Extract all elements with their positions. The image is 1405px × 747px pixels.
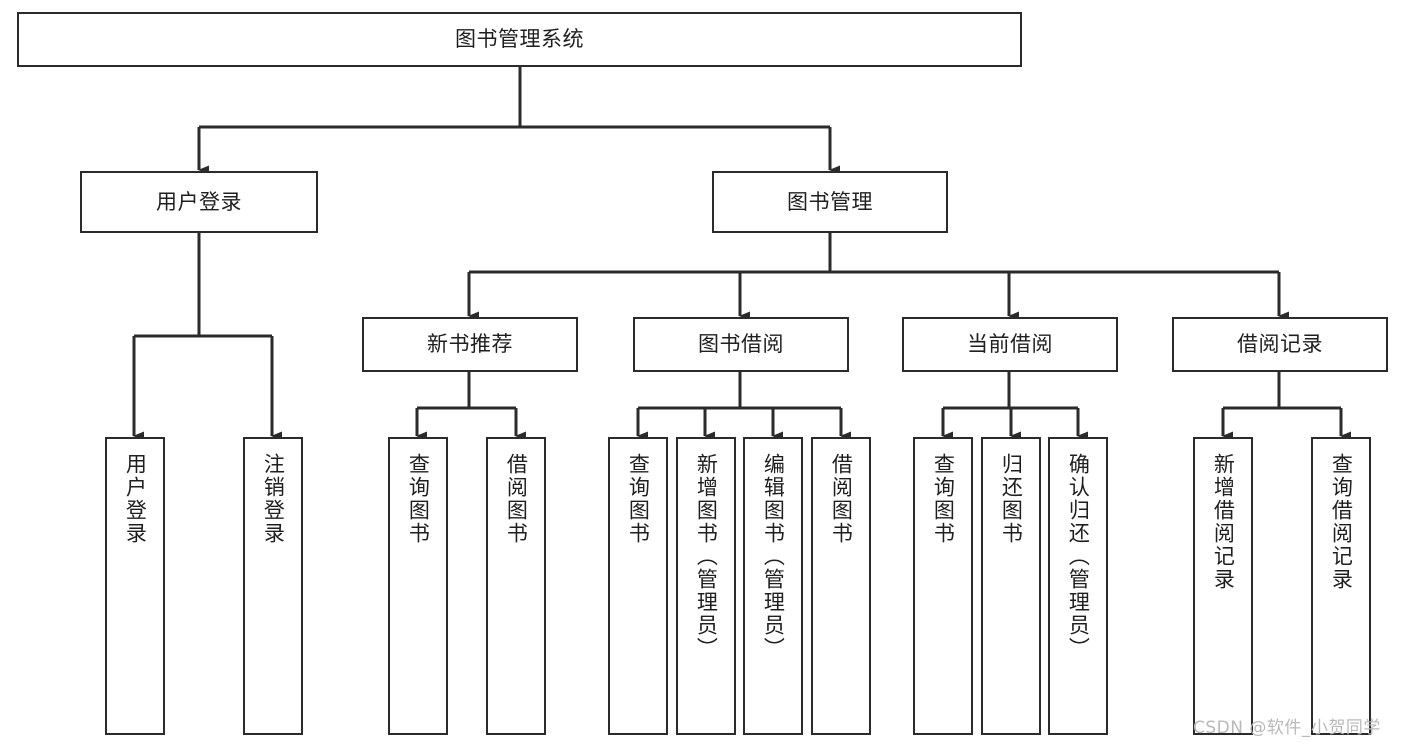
node-new-book-rec[interactable]: 新书推荐 <box>362 317 578 372</box>
node-leaf-query-book-1[interactable]: 查询图书 <box>388 437 448 735</box>
watermark-text: CSDN @软件_小贺同学 <box>1193 718 1381 738</box>
node-leaf-query-book-2-label: 查询图书 <box>626 453 651 545</box>
node-leaf-query-book-3-label: 查询图书 <box>931 453 956 545</box>
node-leaf-borrow-book-2-label: 借阅图书 <box>829 453 854 545</box>
node-borrow-record[interactable]: 借阅记录 <box>1172 317 1388 372</box>
node-leaf-query-book-2[interactable]: 查询图书 <box>608 437 668 735</box>
node-leaf-confirm-return[interactable]: 确认归还（管理员） <box>1048 437 1108 735</box>
node-leaf-user-login[interactable]: 用户登录 <box>105 437 165 735</box>
node-leaf-borrow-book-2[interactable]: 借阅图书 <box>811 437 871 735</box>
node-book-manage-label: 图书管理 <box>787 189 873 214</box>
node-current-borrow-label: 当前借阅 <box>967 332 1053 357</box>
node-leaf-add-record[interactable]: 新增借阅记录 <box>1193 437 1253 735</box>
node-new-book-rec-label: 新书推荐 <box>427 332 513 357</box>
node-book-borrow-label: 图书借阅 <box>698 332 784 357</box>
node-root-system[interactable]: 图书管理系统 <box>17 12 1022 67</box>
node-user-login[interactable]: 用户登录 <box>80 171 318 233</box>
node-leaf-query-book-3[interactable]: 查询图书 <box>913 437 973 735</box>
node-leaf-query-record[interactable]: 查询借阅记录 <box>1311 437 1371 735</box>
node-leaf-add-book-label: 新增图书（管理员） <box>694 453 719 660</box>
node-leaf-query-record-label: 查询借阅记录 <box>1329 453 1354 591</box>
node-book-manage[interactable]: 图书管理 <box>712 171 948 233</box>
node-leaf-user-login-label: 用户登录 <box>123 453 148 545</box>
node-leaf-edit-book-label: 编辑图书（管理员） <box>761 453 786 660</box>
node-leaf-add-record-label: 新增借阅记录 <box>1211 453 1236 591</box>
node-leaf-add-book[interactable]: 新增图书（管理员） <box>676 437 736 735</box>
node-leaf-borrow-book-1-label: 借阅图书 <box>504 453 529 545</box>
node-leaf-user-logout-label: 注销登录 <box>261 453 286 545</box>
node-leaf-edit-book[interactable]: 编辑图书（管理员） <box>743 437 803 735</box>
node-leaf-user-logout[interactable]: 注销登录 <box>243 437 303 735</box>
node-root-system-label: 图书管理系统 <box>455 27 584 52</box>
node-leaf-return-book[interactable]: 归还图书 <box>981 437 1041 735</box>
node-borrow-record-label: 借阅记录 <box>1237 332 1323 357</box>
node-book-borrow[interactable]: 图书借阅 <box>633 317 849 372</box>
node-user-login-label: 用户登录 <box>156 189 242 214</box>
connector-group <box>132 67 1351 441</box>
node-leaf-borrow-book-1[interactable]: 借阅图书 <box>486 437 546 735</box>
node-leaf-confirm-return-label: 确认归还（管理员） <box>1066 453 1091 660</box>
node-current-borrow[interactable]: 当前借阅 <box>902 317 1118 372</box>
node-leaf-query-book-1-label: 查询图书 <box>406 453 431 545</box>
node-leaf-return-book-label: 归还图书 <box>999 453 1024 545</box>
